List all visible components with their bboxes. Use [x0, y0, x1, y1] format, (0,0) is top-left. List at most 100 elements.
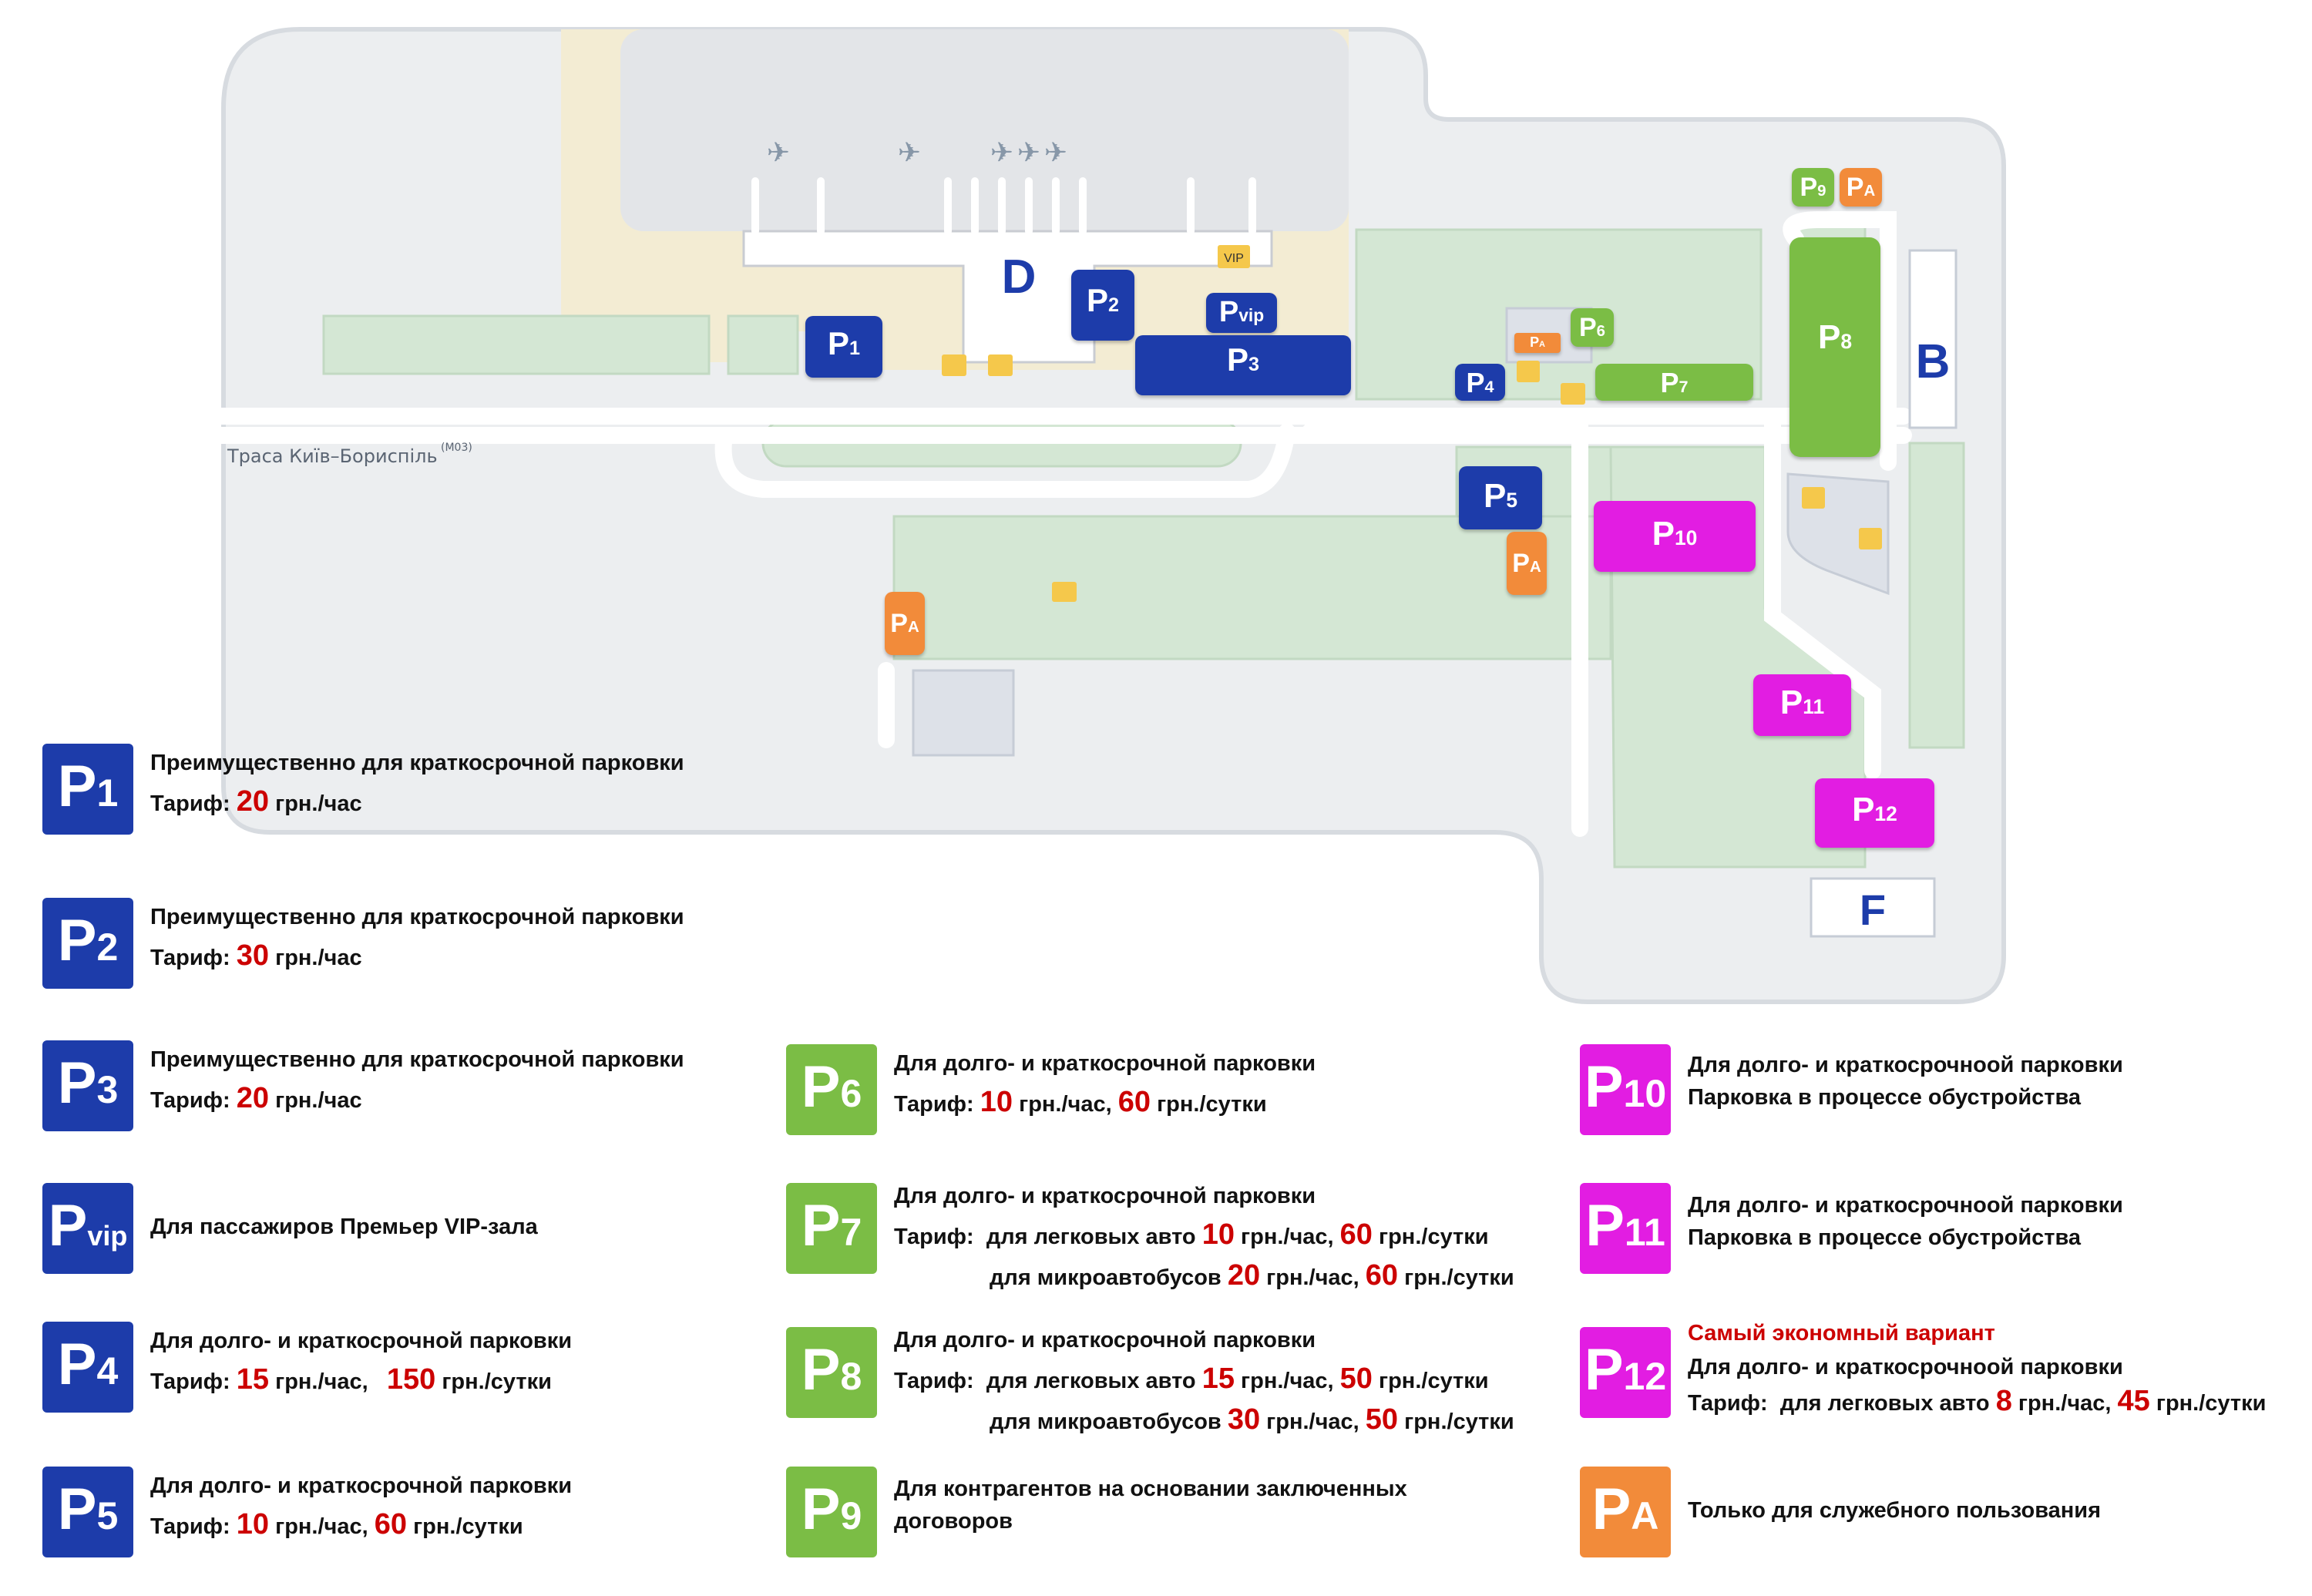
legend-p7-tariff-cars: Тариф: для легковых авто 10 грн./час, 60… [894, 1218, 1489, 1251]
marker-letter: P [1218, 296, 1239, 328]
legend-p8-tariff-minibus: для микроавтобусов 30 грн./час, 50 грн./… [990, 1403, 1514, 1436]
legend-p12-desc: Для долго- и краткосрочноой парковки [1688, 1355, 2123, 1379]
marker-number: 11 [1803, 695, 1825, 718]
aircraft-icons: ✈✈✈ ✈✈ [767, 137, 1067, 169]
marker-number: vip [1238, 305, 1265, 325]
marker-letter: P [1483, 477, 1507, 515]
marker-number: A [1863, 183, 1876, 200]
marker-number: A [1539, 340, 1545, 349]
marker-letter: P [890, 609, 908, 638]
marker-number: 10 [1675, 526, 1698, 549]
marker-number: 2 [1108, 294, 1120, 316]
svg-text:✈: ✈ [767, 137, 790, 169]
marker-number: 6 [1596, 323, 1606, 340]
svg-text:✈: ✈ [1044, 137, 1067, 169]
marker-letter: P [827, 325, 849, 361]
svg-text:✈: ✈ [1017, 137, 1040, 169]
legend-p2-desc: Преимущественно для краткосрочной парков… [150, 905, 684, 929]
marker-number: A [907, 619, 919, 636]
marker-letter: P [1578, 313, 1597, 342]
marker-letter: P [1512, 549, 1530, 578]
legend-p3-tariff: Тариф: 20 грн./час [150, 1082, 362, 1114]
road-label: Траса Київ–Бориспіль [227, 445, 438, 467]
marker-number: 3 [1248, 354, 1260, 375]
marker-number: A [1529, 559, 1541, 576]
roads [146, 211, 1912, 837]
legend-p9-desc-2: договоров [894, 1509, 1013, 1534]
svg-text:✈: ✈ [990, 137, 1013, 169]
legend-p11-status: Парковка в процессе обустройства [1688, 1225, 2082, 1250]
marker-number: 4 [1484, 377, 1494, 396]
terminal-f-building [1810, 877, 1936, 938]
terminal-d-building [742, 230, 1273, 364]
marker-number: 5 [1506, 489, 1518, 512]
legend-pvip-desc: Для пассажиров Премьер VIP-зала [150, 1215, 538, 1239]
facility-icons [942, 354, 1882, 602]
marker-letter: P [1652, 515, 1675, 553]
legend-p5-tariff: Тариф: 10 грн./час, 60 грн./сутки [150, 1508, 523, 1541]
airport-parking-map: ✈✈✈ ✈✈ Траса Київ–Бориспіль (M03) D B F [146, 27, 2006, 1004]
legend-p5-desc: Для долго- и краткосрочной парковки [150, 1473, 573, 1498]
marker-letter: P [1817, 318, 1841, 356]
marker-letter: P [1530, 334, 1540, 350]
terminal-b-building [1908, 249, 1957, 429]
marker-number: 7 [1679, 377, 1689, 396]
legend-p2-tariff: Тариф: 30 грн./час [150, 939, 362, 972]
vip-sign-bg [1218, 245, 1250, 268]
legend-p7-desc: Для долго- и краткосрочной парковки [894, 1184, 1316, 1208]
terminal-b-label: B [1916, 335, 1951, 388]
legend-p7-tariff-minibus: для микроавтобусов 20 грн./час, 60 грн./… [990, 1259, 1514, 1292]
marker-letter: P [1660, 367, 1679, 398]
legend-p11-desc: Для долго- и краткосрочноой парковки [1688, 1193, 2123, 1218]
marker-letter: P [1466, 367, 1485, 398]
legend-p8-desc: Для долго- и краткосрочной парковки [894, 1328, 1316, 1352]
legend-p6-desc: Для долго- и краткосрочной парковки [894, 1051, 1316, 1076]
jet-bridges [751, 177, 1256, 235]
marker-letter: P [1779, 684, 1803, 721]
legend-p6-tariff: Тариф: 10 грн./час, 60 грн./сутки [894, 1086, 1267, 1118]
marker-letter: P [1852, 791, 1875, 828]
marker-number: 9 [1817, 183, 1826, 200]
legend-p4-desc: Для долго- и краткосрочной парковки [150, 1329, 573, 1353]
legend-p4-tariff: Тариф: 15 грн./час, 150 грн./сутки [150, 1363, 552, 1396]
road-code: (M03) [441, 442, 472, 454]
legend-p10-status: Парковка в процессе обустройства [1688, 1085, 2082, 1110]
legend-p9-desc-1: Для контрагентов на основании заключенны… [894, 1477, 1407, 1501]
legend-p1-tariff: Тариф: 20 грн./час [150, 785, 362, 818]
marker-letter: P [1846, 173, 1864, 202]
legend-p10-desc: Для долго- и краткосрочноой парковки [1688, 1053, 2123, 1077]
marker-number: 8 [1840, 330, 1853, 353]
marker-number: 1 [849, 338, 861, 359]
legend-p12-tariff: Тариф: для легковых авто 8 грн./час, 45 … [1688, 1385, 2267, 1417]
apron [620, 29, 1349, 231]
